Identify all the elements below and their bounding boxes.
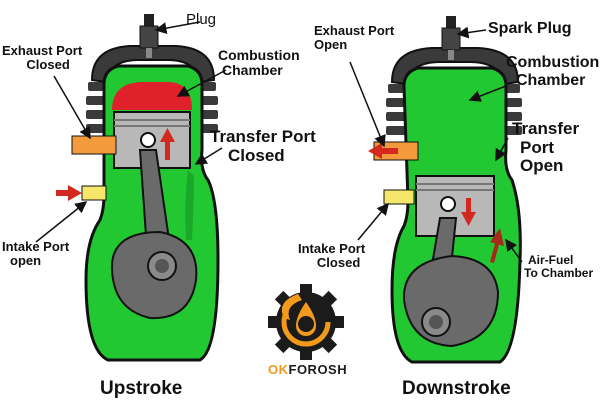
exhaust-port	[71, 135, 117, 155]
intake-line2: open	[10, 253, 42, 269]
transfer-passage	[185, 170, 194, 240]
intake-line1: Intake Port	[2, 239, 70, 254]
transfer-line1: Transfer Port	[210, 127, 316, 146]
downstroke-caption: Downstroke	[402, 378, 511, 399]
upstroke-engine	[35, 14, 227, 362]
air-fuel-line1: Air-Fuel	[528, 253, 574, 267]
intake-port	[81, 185, 107, 201]
spark-plug-icon	[441, 16, 461, 60]
transfer-open-line1: Transfer	[512, 119, 580, 138]
intake-port-label: Intake Port open	[2, 239, 70, 269]
transfer-open-line2: Port	[520, 137, 554, 157]
intake-port-closed-label: Intake Port Closed	[298, 241, 366, 271]
arrow-up-icon	[490, 228, 504, 263]
combustion-chamber-label: Combustion Chamber	[218, 47, 300, 79]
leader-lines-right	[349, 26, 523, 263]
brand-part2: FOROSH	[288, 362, 348, 377]
exhaust-port-open-label: Exhaust Port Open	[314, 23, 395, 53]
brand-wordmark: OKFOROSH	[268, 362, 347, 377]
intake-closed-line1: Intake Port	[298, 241, 366, 256]
cylinder-head-right	[390, 47, 520, 86]
exhaust-open-line2: Open	[314, 37, 348, 53]
intake-closed-line2: Closed	[316, 255, 361, 271]
spark-plug-icon	[139, 14, 159, 58]
arrow-right-icon	[56, 185, 82, 201]
crank-counterweight-right	[402, 254, 500, 348]
combustion-right-line2: Chamber	[516, 71, 586, 89]
air-fuel-line2: To Chamber	[524, 266, 594, 281]
exhaust-open-line1: Exhaust Port	[314, 23, 395, 38]
combustion-chamber-right-label: Combustion Chamber	[506, 54, 599, 89]
transfer-port-label: Transfer Port Closed	[210, 127, 316, 165]
intake-port-right	[383, 189, 415, 205]
combustion-gas	[112, 82, 192, 110]
exhaust-port-label: Exhaust Port Closed	[2, 43, 83, 73]
exhaust-line1: Exhaust Port	[2, 43, 83, 58]
arrow-up-icon	[160, 128, 175, 160]
combustion-line1: Combustion	[218, 47, 300, 63]
leader-lines-left	[35, 21, 227, 243]
arrow-down-icon	[461, 198, 476, 226]
transfer-line2: Closed	[228, 145, 285, 165]
transfer-open-line3: Open	[520, 156, 564, 176]
plug-label: Plug	[186, 11, 217, 28]
combustion-right-line1: Combustion	[506, 54, 600, 71]
gear-logo-icon	[268, 284, 344, 360]
exhaust-line2: Closed	[26, 57, 70, 73]
downstroke-engine	[349, 16, 523, 364]
transfer-port-open-label: Transfer Port Open	[512, 119, 580, 176]
air-fuel-label: Air-Fuel To Chamber	[524, 253, 594, 281]
spark-plug-label: Spark Plug	[488, 20, 572, 37]
combustion-line2: Chamber	[222, 62, 283, 79]
upstroke-caption: Upstroke	[100, 378, 183, 399]
brand-part1: OK	[268, 362, 289, 377]
